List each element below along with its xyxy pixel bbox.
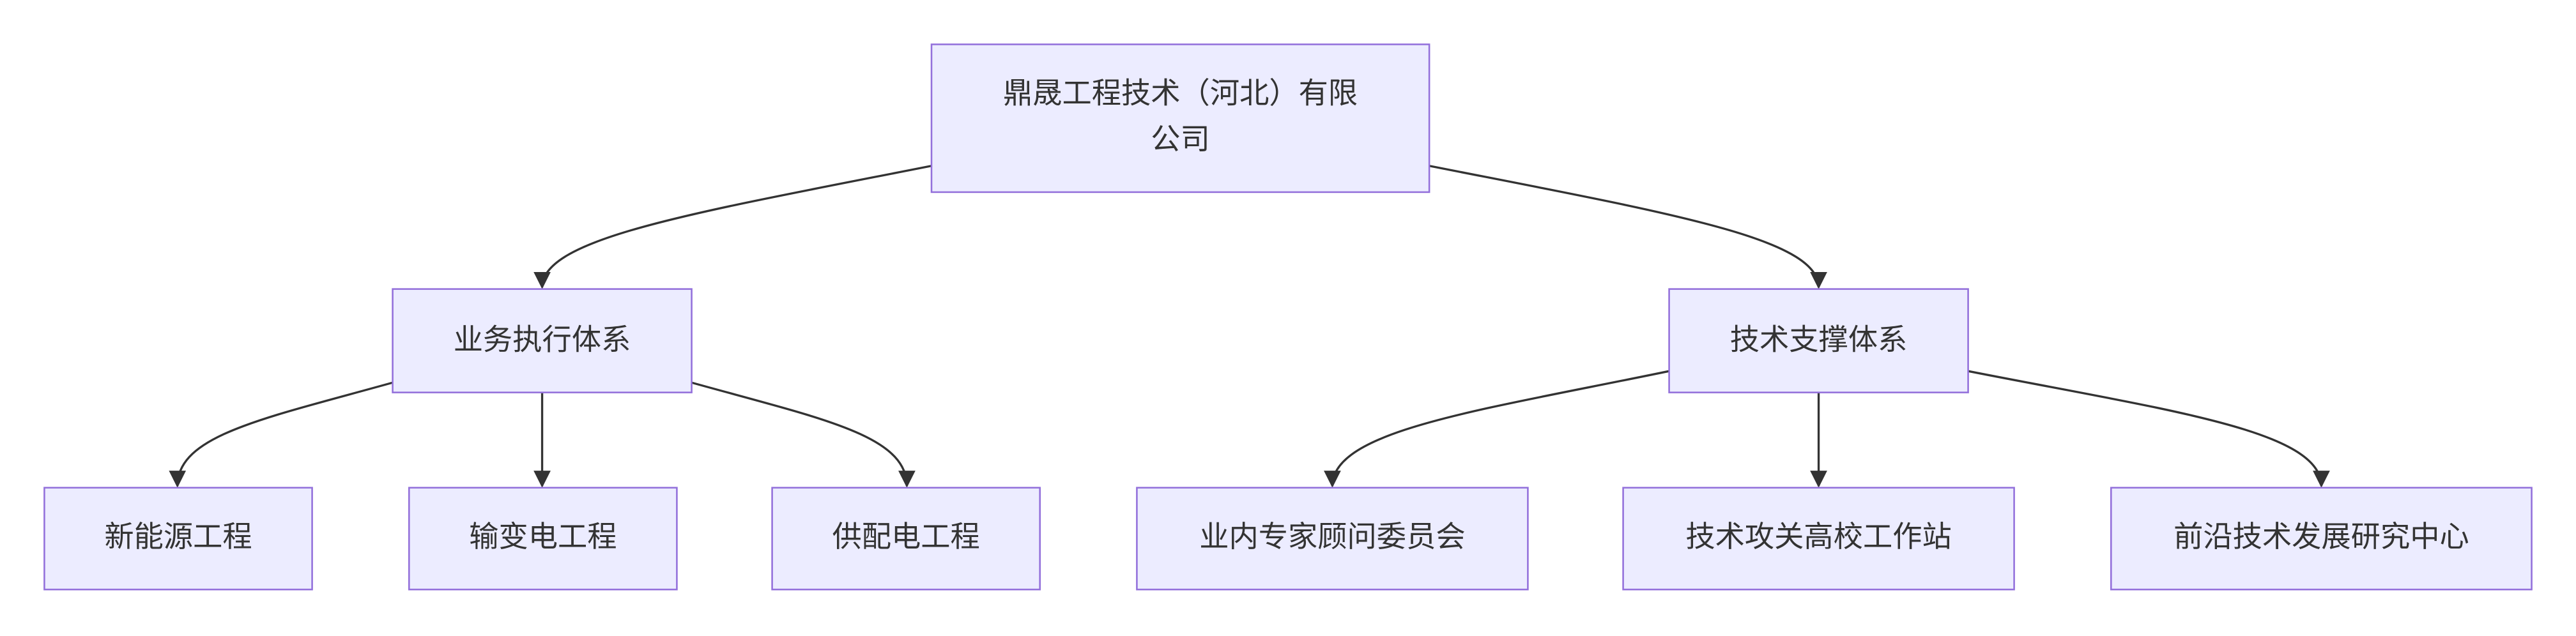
- tech-support-label: 技术支撑体系: [1730, 322, 1908, 356]
- node-expert-committee: 业内专家顾问委员会: [1136, 487, 1529, 591]
- root-label-line2: 公司: [1151, 122, 1210, 156]
- root-label-line1: 鼎晟工程技术（河北）有限: [1003, 76, 1358, 110]
- leaf-label: 业内专家顾问委员会: [1199, 519, 1465, 554]
- node-power-distribution: 供配电工程: [771, 487, 1041, 591]
- edge-business-to-child-3: [691, 381, 916, 488]
- leaf-label: 技术攻关高校工作站: [1685, 519, 1951, 554]
- node-new-energy: 新能源工程: [43, 487, 313, 591]
- node-business-system: 业务执行体系: [392, 288, 693, 393]
- node-root-company: 鼎晟工程技术（河北）有限 公司: [930, 43, 1430, 193]
- node-power-transmission: 输变电工程: [408, 487, 678, 591]
- leaf-label: 输变电工程: [469, 519, 617, 554]
- business-system-label: 业务执行体系: [454, 322, 631, 356]
- edge-root-to-tech: [1429, 165, 1827, 289]
- node-tech-support-system: 技术支撑体系: [1668, 288, 1969, 393]
- edge-tech-to-child-3: [1968, 370, 2330, 488]
- node-university-workstation: 技术攻关高校工作站: [1622, 487, 2015, 591]
- node-frontier-research-center: 前沿技术发展研究中心: [2110, 487, 2533, 591]
- leaf-label: 新能源工程: [104, 519, 252, 554]
- edge-root-to-business: [533, 165, 932, 289]
- leaf-label: 前沿技术发展研究中心: [2174, 519, 2469, 554]
- edge-tech-to-child-1: [1324, 370, 1669, 488]
- edge-business-to-child-1: [169, 381, 394, 488]
- leaf-label: 供配电工程: [832, 519, 979, 554]
